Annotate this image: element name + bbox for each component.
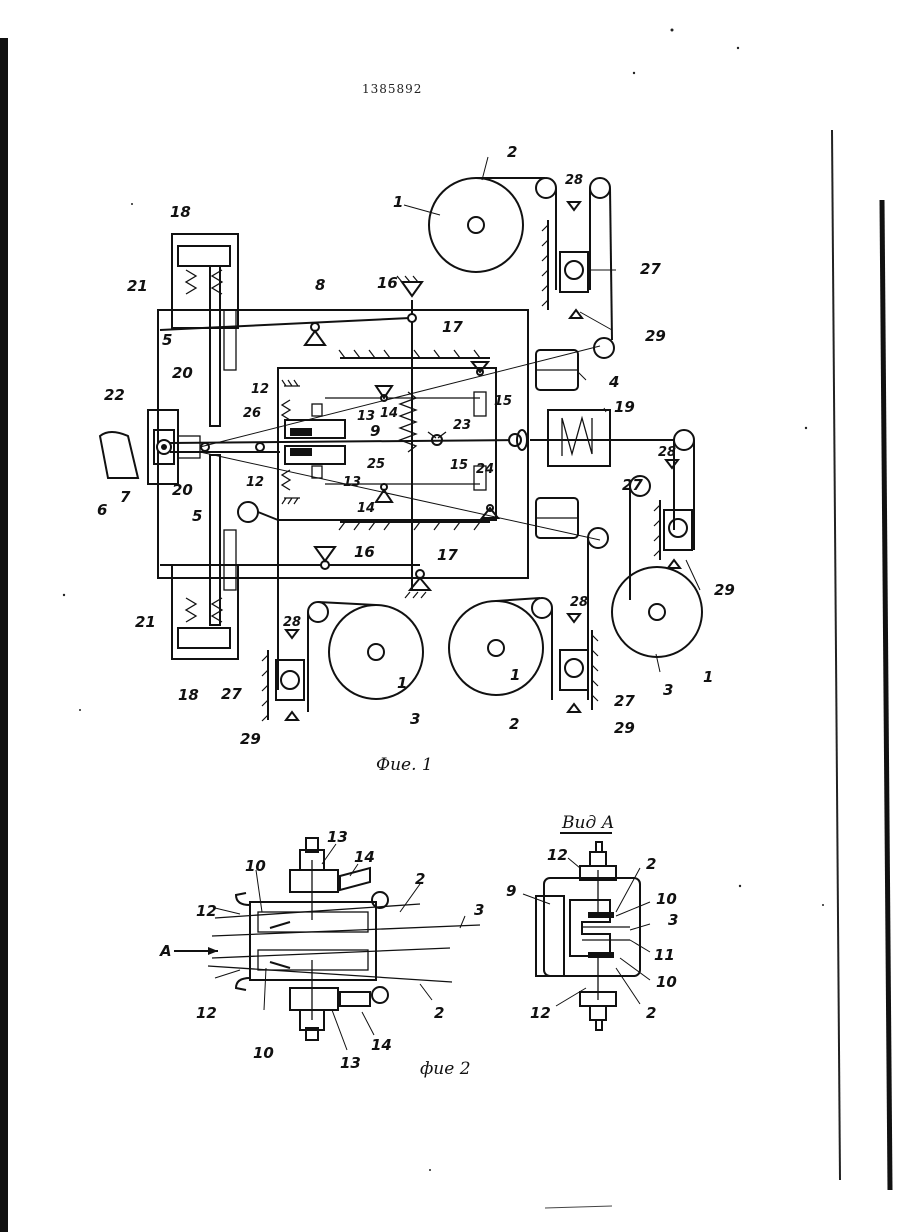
label-14-top: 14 <box>354 848 375 866</box>
label-27-right: 27 <box>622 476 643 494</box>
view-label-9: 9 <box>506 882 516 900</box>
label-5-bottom: 5 <box>192 507 202 525</box>
figure-2-caption: фие 2 <box>420 1059 471 1079</box>
label-21-bottom: 21 <box>135 613 156 631</box>
clamp-9-section <box>570 900 610 956</box>
label-3: 3 <box>474 901 484 919</box>
scan-specks <box>63 29 824 1172</box>
label-2-bottom: 2 <box>434 1004 444 1022</box>
label-27-bottom-left: 27 <box>221 685 242 703</box>
label-3-right: 3 <box>663 681 673 699</box>
label-1-bottom-middle: 1 <box>510 666 520 684</box>
label-29-bottom-left: 29 <box>240 730 261 748</box>
view-label-11: 11 <box>654 946 675 964</box>
label-10-top: 10 <box>245 857 266 875</box>
label-27-bottom-middle: 27 <box>614 692 635 710</box>
label-18-top: 18 <box>170 203 191 221</box>
label-9: 9 <box>370 422 380 440</box>
label-13-bottom: 13 <box>343 475 361 490</box>
label-12-bottom: 12 <box>196 1004 217 1022</box>
label-1-top: 1 <box>393 193 403 211</box>
stop-15-top <box>474 392 486 416</box>
label-20-bottom: 20 <box>172 481 193 499</box>
label-4: 4 <box>608 373 619 391</box>
view-label-3: 3 <box>668 911 678 929</box>
left-scan-edge <box>0 38 8 1232</box>
label-18-bottom: 18 <box>178 686 199 704</box>
label-13-bottom: 13 <box>340 1054 361 1072</box>
cylinder-18-top <box>172 234 238 328</box>
label-17-bottom: 17 <box>437 546 458 564</box>
label-13-top: 13 <box>327 828 348 846</box>
label-21-top: 21 <box>127 277 148 295</box>
screw-13-bottom <box>312 466 322 478</box>
label-2-top: 2 <box>415 870 425 888</box>
sensor-6 <box>100 432 138 478</box>
view-label-12-bottom: 12 <box>530 1004 551 1022</box>
label-29-right: 29 <box>714 581 735 599</box>
label-28-bottom-middle: 28 <box>570 595 588 610</box>
view-label-12-top: 12 <box>547 846 568 864</box>
label-19: 19 <box>614 398 635 416</box>
spring-25 <box>400 392 416 452</box>
label-10-bottom: 10 <box>253 1044 274 1062</box>
label-23: 23 <box>453 418 471 433</box>
label-7: 7 <box>120 488 131 506</box>
label-15-bottom: 15 <box>450 458 468 473</box>
label-22: 22 <box>104 386 125 404</box>
reel-right <box>530 430 702 657</box>
screw-13-top <box>312 404 322 416</box>
label-29-top: 29 <box>645 327 666 345</box>
label-25: 25 <box>367 457 385 472</box>
label-2-top: 2 <box>507 143 517 161</box>
figure-1: 1 1 1 1 2 2 3 3 4 5 5 6 7 8 9 12 12 13 1… <box>97 143 735 775</box>
label-12-bottom: 12 <box>246 475 264 490</box>
view-a: Вид А 9 12 12 2 2 10 10 3 11 <box>506 813 678 1030</box>
cylinder-18-bottom <box>172 565 238 659</box>
label-29-bottom-middle: 29 <box>614 719 635 737</box>
label-1-bottom-left: 1 <box>397 674 407 692</box>
reel-bottom-left <box>238 502 423 721</box>
right-scan-edge <box>882 200 890 1190</box>
view-a-title: Вид А <box>561 813 615 833</box>
figure-1-caption: Фие. 1 <box>376 755 433 775</box>
label-8: 8 <box>315 276 325 294</box>
carriage-8 <box>278 368 496 520</box>
view-label-2-bottom: 2 <box>646 1004 656 1022</box>
label-24: 24 <box>476 462 494 477</box>
patent-number: 1385892 <box>362 82 422 96</box>
label-16-bottom: 16 <box>354 543 375 561</box>
label-1-right: 1 <box>703 668 713 686</box>
label-2-bottom: 2 <box>509 715 519 733</box>
label-27-top: 27 <box>640 260 661 278</box>
label-14-bottom: 14 <box>371 1036 392 1054</box>
label-6: 6 <box>97 501 107 519</box>
plate-14-top <box>340 868 370 890</box>
lever-16-top <box>160 318 410 330</box>
label-12-top: 12 <box>196 902 217 920</box>
label-28-right: 28 <box>658 445 676 460</box>
label-20-top: 20 <box>172 364 193 382</box>
view-label-10-bottom: 10 <box>656 973 677 991</box>
view-label-10-top: 10 <box>656 890 677 908</box>
plate-14-bottom <box>340 992 370 1006</box>
right-margin-line <box>832 130 840 1180</box>
label-17-top: 17 <box>442 318 463 336</box>
label-3-left: 3 <box>410 710 420 728</box>
label-14-bottom: 14 <box>357 501 375 516</box>
label-28-bottom-left: 28 <box>283 615 301 630</box>
label-14-top: 14 <box>380 406 398 421</box>
label-26: 26 <box>243 406 261 421</box>
view-label-2-top: 2 <box>646 855 656 873</box>
label-16-top: 16 <box>377 274 398 292</box>
unit-19 <box>548 410 610 466</box>
label-A-arrow: А <box>159 942 172 960</box>
figure-2: А 12 12 10 10 13 13 14 14 2 2 3 фие 2 <box>159 828 484 1079</box>
label-28-top: 28 <box>565 173 583 188</box>
label-5-top: 5 <box>162 331 172 349</box>
label-13-top: 13 <box>357 409 375 424</box>
label-12-top: 12 <box>251 382 269 397</box>
label-15-top: 15 <box>494 394 512 409</box>
